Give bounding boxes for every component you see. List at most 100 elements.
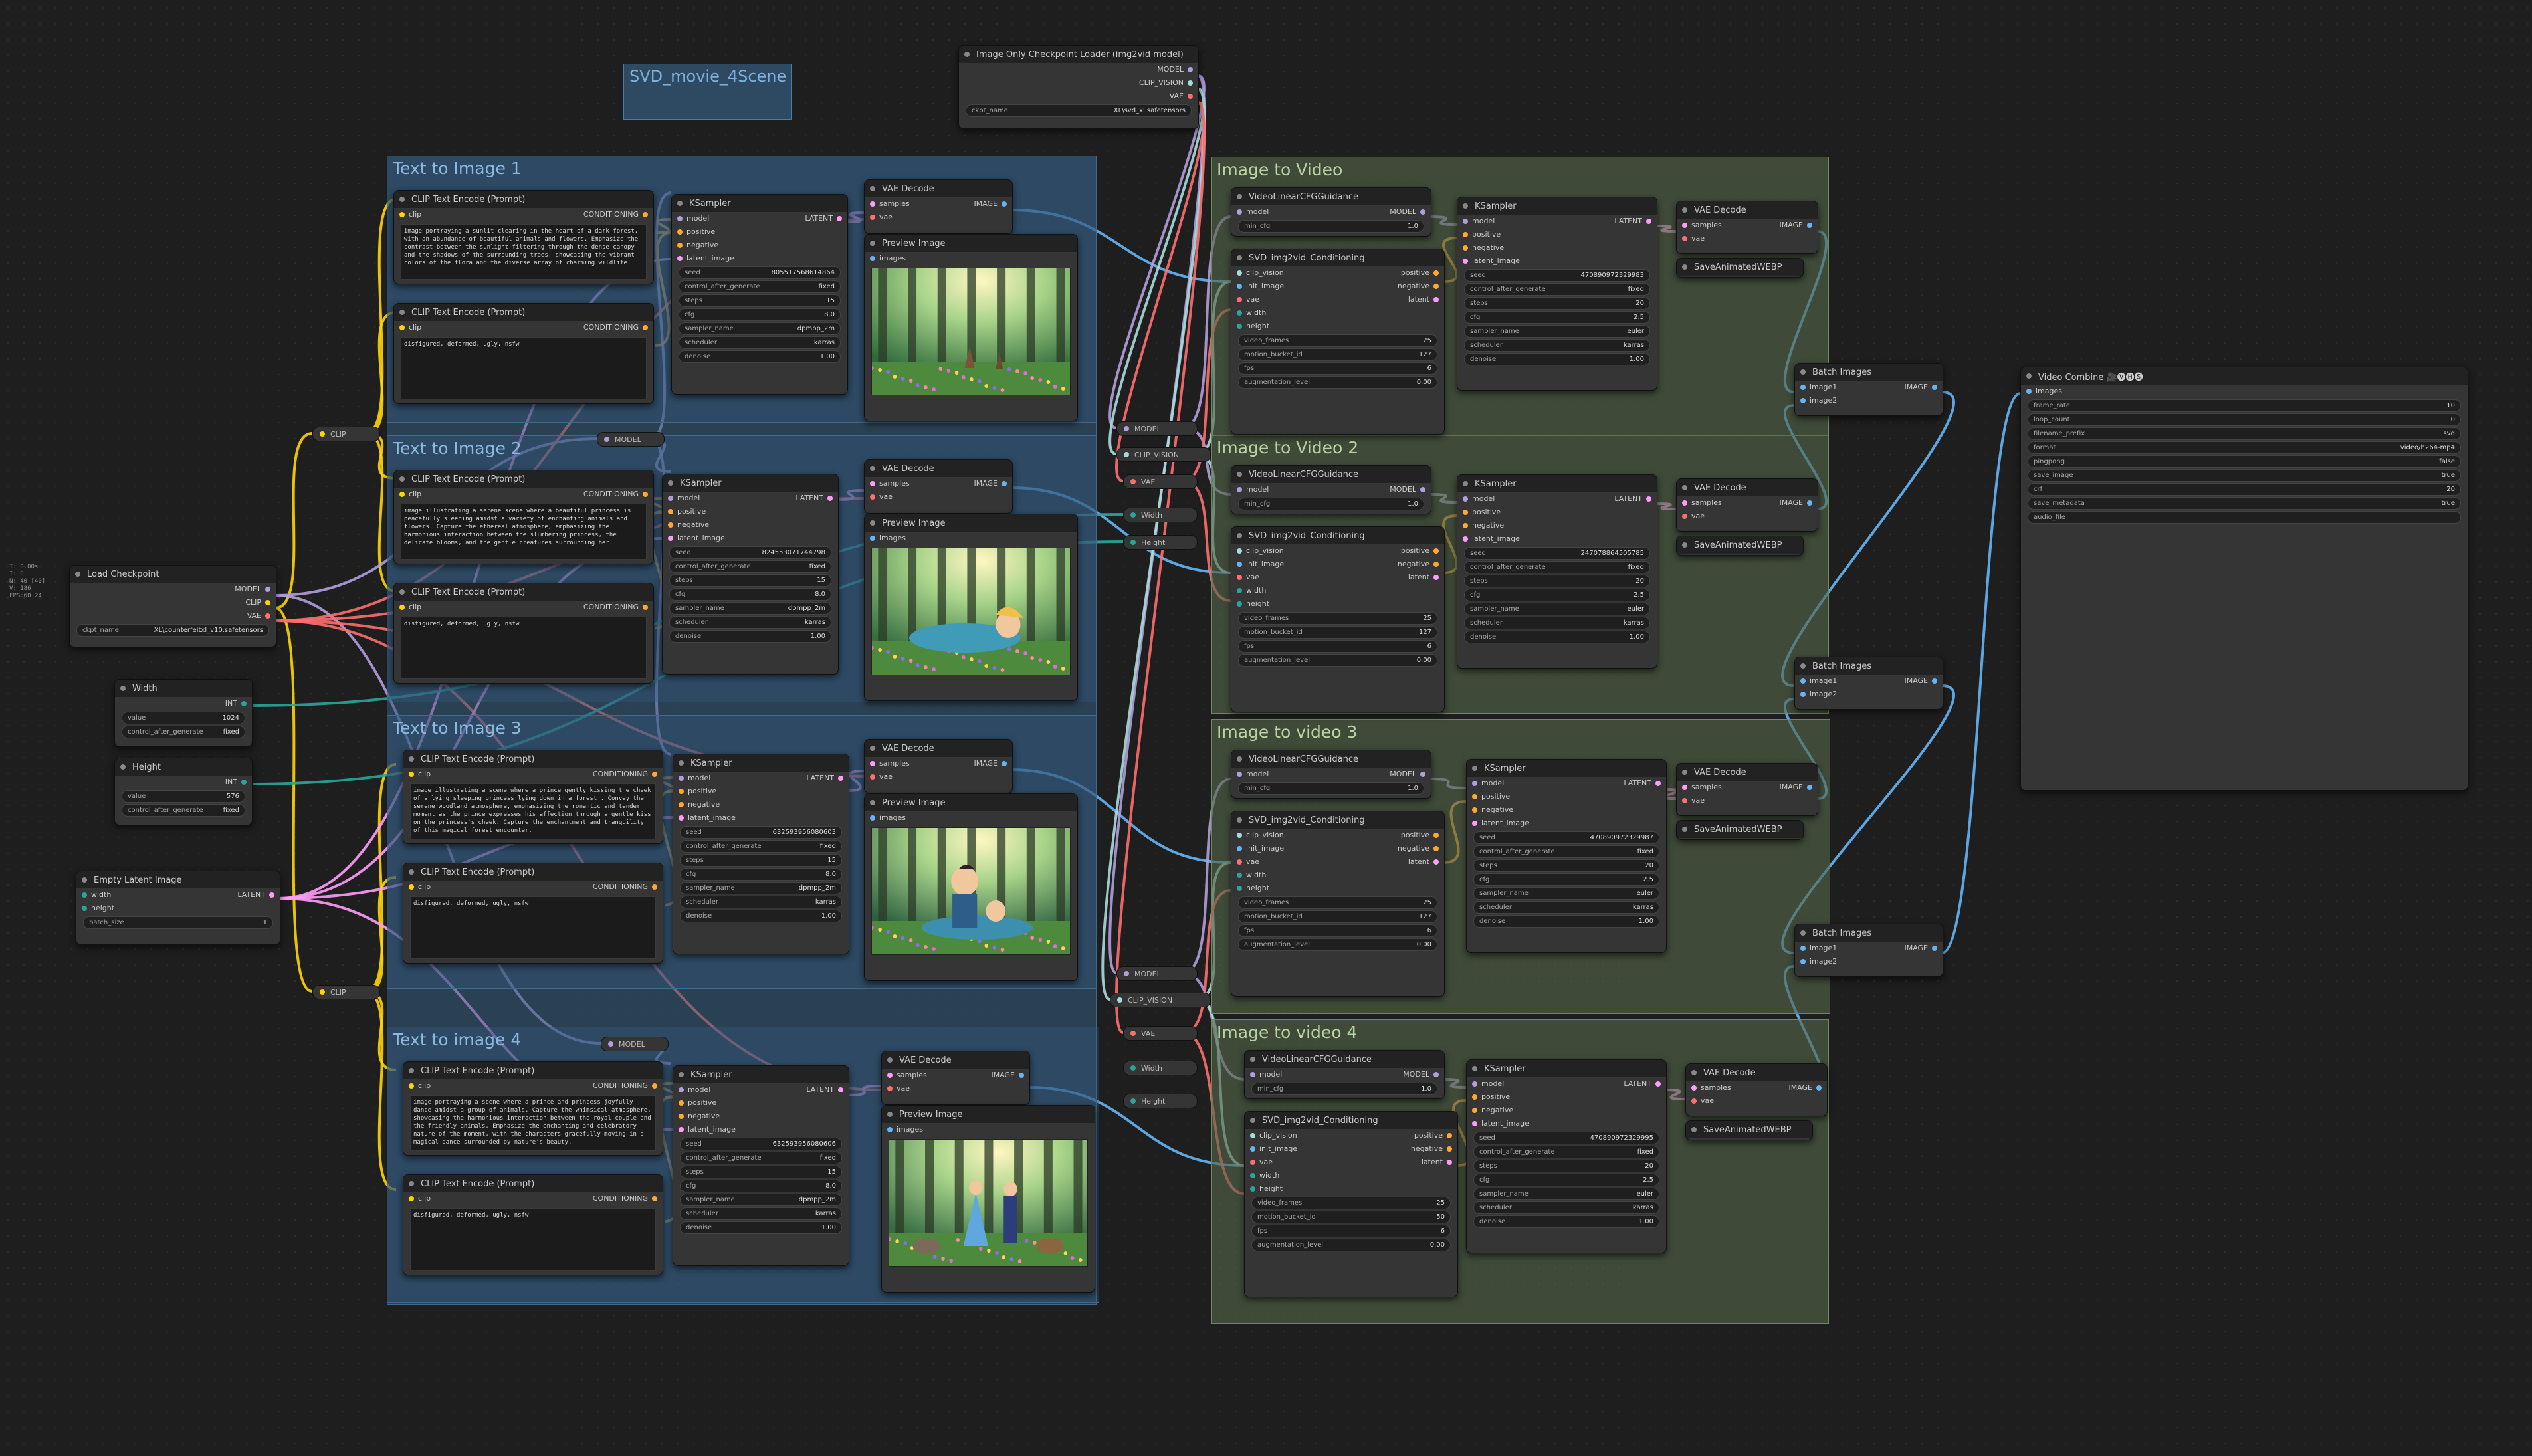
collapse-dot-icon[interactable] <box>1800 369 1806 375</box>
input-pin[interactable] <box>1682 236 1687 241</box>
collapse-dot-icon[interactable] <box>1250 1057 1255 1062</box>
input-pin[interactable] <box>870 481 875 486</box>
output-pin[interactable] <box>265 587 270 592</box>
collapse-dot-icon[interactable] <box>870 520 875 526</box>
collapse-dot-icon[interactable] <box>1237 817 1242 823</box>
positive-prompt-textarea[interactable]: image portraying a scene where a prince … <box>410 1095 656 1151</box>
reroute-pin[interactable] <box>1117 997 1122 1003</box>
input-pin[interactable] <box>870 201 875 207</box>
collapse-dot-icon[interactable] <box>1237 756 1242 762</box>
input-pin[interactable] <box>409 772 414 777</box>
input-pin[interactable] <box>399 605 405 610</box>
collapse-dot-icon[interactable] <box>1691 1070 1697 1075</box>
output-pin[interactable] <box>1002 201 1007 207</box>
input-pin[interactable] <box>1237 310 1242 316</box>
input-pin[interactable] <box>1472 807 1477 813</box>
reroute-pin[interactable] <box>1130 479 1136 484</box>
input-pin[interactable] <box>1237 846 1242 851</box>
input-pin[interactable] <box>1237 270 1242 276</box>
input-pin[interactable] <box>1472 821 1477 826</box>
input-pin[interactable] <box>1237 487 1242 492</box>
input-pin[interactable] <box>1237 859 1242 865</box>
input-pin[interactable] <box>677 243 683 248</box>
reroute-width[interactable]: Width <box>1123 1061 1198 1075</box>
collapse-dot-icon[interactable] <box>870 466 875 471</box>
output-pin[interactable] <box>1433 270 1439 276</box>
reroute-pin[interactable] <box>1130 1065 1136 1071</box>
input-pin[interactable] <box>82 892 87 898</box>
input-pin[interactable] <box>1463 219 1468 224</box>
collapse-dot-icon[interactable] <box>409 869 414 875</box>
input-pin[interactable] <box>1463 523 1468 528</box>
output-pin[interactable] <box>1646 219 1651 224</box>
collapse-dot-icon[interactable] <box>1682 207 1687 213</box>
collapse-dot-icon[interactable] <box>399 197 405 202</box>
input-pin[interactable] <box>679 776 684 781</box>
save-animated-webp-node[interactable]: SaveAnimatedWEBP <box>1676 536 1804 556</box>
input-pin[interactable] <box>870 256 875 261</box>
reroute-pin[interactable] <box>608 1041 613 1047</box>
output-pin[interactable] <box>1433 562 1439 567</box>
collapse-dot-icon[interactable] <box>409 756 414 762</box>
collapse-dot-icon[interactable] <box>1463 481 1468 486</box>
input-pin[interactable] <box>1237 772 1242 777</box>
input-pin[interactable] <box>870 536 875 541</box>
output-pin[interactable] <box>652 884 657 890</box>
input-pin[interactable] <box>1472 1094 1477 1100</box>
input-pin[interactable] <box>1472 1108 1477 1113</box>
input-pin[interactable] <box>887 1086 893 1091</box>
input-pin[interactable] <box>668 536 673 541</box>
input-pin[interactable] <box>1800 398 1806 403</box>
collapse-dot-icon[interactable] <box>1682 542 1687 548</box>
output-pin[interactable] <box>643 325 648 330</box>
negative-prompt-textarea[interactable]: disfigured, deformed, ugly, nsfw <box>410 896 656 959</box>
output-pin[interactable] <box>241 780 247 785</box>
input-pin[interactable] <box>1691 1085 1697 1091</box>
output-pin[interactable] <box>1188 94 1193 99</box>
output-pin[interactable] <box>1433 1072 1439 1077</box>
collapse-dot-icon[interactable] <box>887 1112 893 1117</box>
collapse-dot-icon[interactable] <box>679 1072 684 1077</box>
input-pin[interactable] <box>1691 1098 1697 1104</box>
output-pin[interactable] <box>837 216 842 221</box>
output-pin[interactable] <box>1002 481 1007 486</box>
